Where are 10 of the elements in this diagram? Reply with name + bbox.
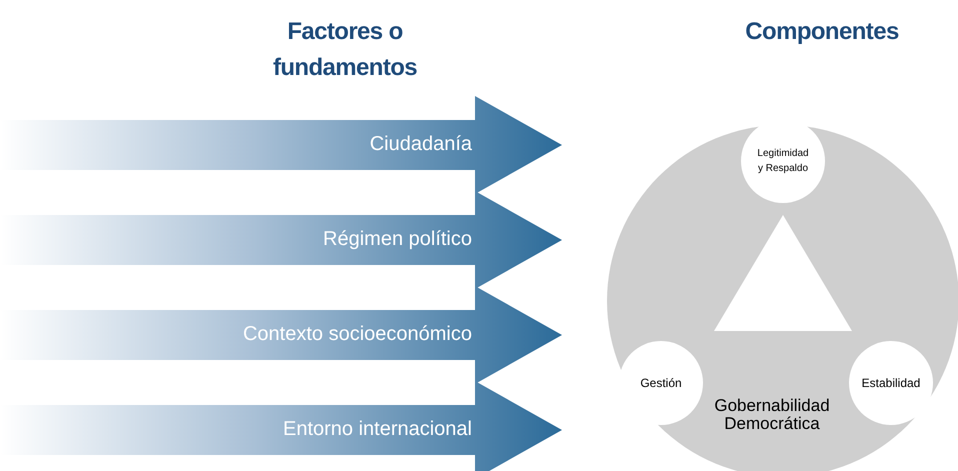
factor-label: Contexto socioeconómico (242, 322, 472, 347)
component-label: Estabilidad (862, 375, 920, 392)
component-title: Gobernabilidad Democrática (713, 397, 831, 433)
factor-label: Régimen político (323, 227, 472, 252)
component-label: Legitimidad y Respaldo (756, 147, 810, 176)
factor-label: Ciudadanía (370, 132, 472, 157)
column-heading: Factores o fundamentos (272, 17, 418, 83)
component-label: Gestión (640, 375, 682, 392)
factor-label: Entorno internacional (282, 417, 472, 442)
column-heading: Componentes (744, 17, 900, 47)
